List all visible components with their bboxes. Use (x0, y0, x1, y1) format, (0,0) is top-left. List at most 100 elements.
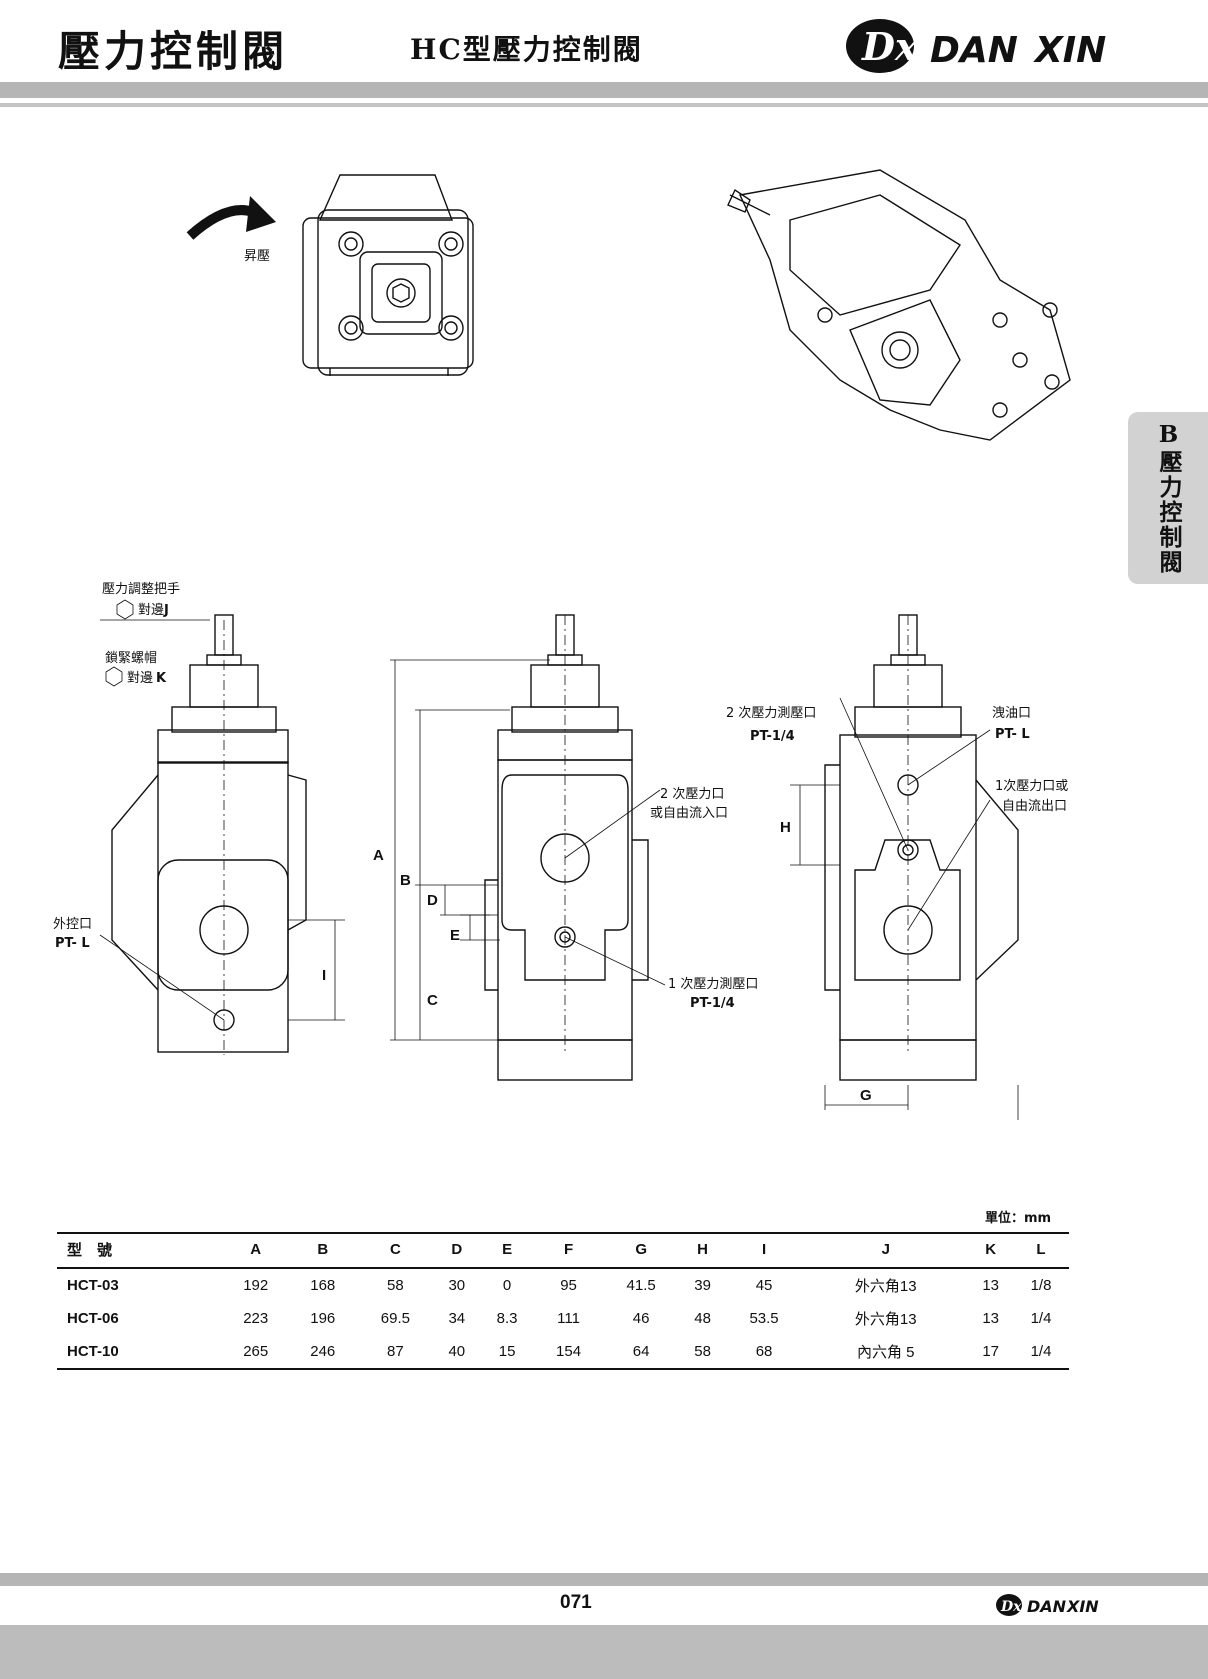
cell: 外六角13 (854, 1278, 917, 1295)
drain-thread: PT- L (995, 727, 1030, 742)
cell: 196 (310, 1310, 336, 1327)
primary-gauge-thread: PT-1/4 (690, 996, 735, 1011)
top-view: 昇壓 (186, 174, 474, 376)
raise-label: 昇壓 (244, 249, 270, 264)
logo-mark-text: Dx (861, 24, 919, 69)
free-inflow-label: 或自由流入口 (650, 806, 728, 821)
footer-logo: Dx DAN XIN (996, 1594, 1099, 1616)
secondary-gauge-thread: PT-1/4 (750, 729, 795, 744)
col-L: L (1013, 1233, 1069, 1269)
cell: 45 (755, 1277, 773, 1294)
cell: 58 (680, 1335, 725, 1370)
front-view: I (99, 614, 345, 1055)
col-E: E (479, 1233, 536, 1269)
col-C: C (356, 1233, 435, 1269)
footer-brand-right: XIN (1066, 1597, 1099, 1616)
ext-pilot-label: 外控口 (53, 917, 92, 932)
cell: 8.3 (496, 1310, 518, 1327)
col-D: D (434, 1233, 480, 1269)
locknut-label: 鎖緊螺帽 (105, 650, 157, 666)
col-G: G (602, 1233, 681, 1269)
cell: 1/8 (1030, 1277, 1052, 1294)
col-J: J (803, 1233, 969, 1269)
footer-band (0, 1573, 1208, 1586)
isometric-view (727, 169, 1071, 441)
handle-flat-code: J (163, 603, 169, 618)
rear-view: H G F (780, 614, 1019, 1120)
col-I: I (724, 1233, 804, 1269)
col-A: A (222, 1233, 290, 1269)
unit-label: 單位：mm (985, 1211, 1052, 1226)
cell: 41.5 (626, 1277, 656, 1294)
page-title: 壓力控制閥 (58, 27, 289, 76)
side-view: A B D E C (373, 614, 666, 1081)
hex-icon (116, 599, 134, 620)
header-band-thin (0, 103, 1208, 107)
cell: 53.5 (749, 1310, 779, 1327)
cell: 1/4 (1030, 1310, 1052, 1327)
section-tab: B壓力控制閥 (1128, 412, 1208, 584)
cell: 168 (310, 1277, 336, 1294)
technical-drawing: 昇壓 (53, 169, 1071, 1120)
secondary-gauge-label: 2 次壓力測壓口 (726, 705, 816, 721)
cell: 111 (557, 1310, 580, 1327)
dim-G: G (860, 1087, 872, 1104)
dim-I: I (322, 967, 326, 984)
brand-logo: Dx DAN XIN (846, 19, 1106, 73)
cell: 15 (479, 1335, 536, 1370)
dim-B: B (400, 872, 411, 889)
cell: 34 (448, 1310, 466, 1327)
header-band (0, 82, 1208, 98)
dim-C: C (427, 992, 438, 1009)
col-H: H (680, 1233, 725, 1269)
dim-A: A (373, 847, 384, 864)
col-B: B (289, 1233, 357, 1269)
dim-D: D (427, 892, 438, 909)
cell: 68 (724, 1335, 804, 1370)
cell: 39 (694, 1277, 711, 1294)
logo-brand-left: DAN (930, 30, 1018, 71)
cell: 48 (694, 1310, 711, 1327)
cell: 246 (289, 1335, 357, 1370)
cell: 64 (602, 1335, 681, 1370)
cell-model: HCT-10 (57, 1335, 223, 1370)
secondary-port-label: 2 次壓力口 (660, 786, 724, 802)
cell: 95 (560, 1277, 577, 1294)
cell: 30 (448, 1277, 466, 1294)
footer-logo-mark: Dx (1000, 1599, 1022, 1615)
table-row: HCT-03 192 168 58 30 0 95 41.5 39 45 外六角… (57, 1268, 1069, 1302)
logo-brand-right: XIN (1033, 30, 1106, 71)
dim-H: H (780, 819, 791, 836)
footer-brand-left: DAN (1027, 1597, 1067, 1616)
ext-pilot-thread: PT- L (55, 936, 90, 951)
free-outflow-label: 自由流出口 (1002, 799, 1067, 814)
col-model: 型 號 (57, 1233, 223, 1269)
dim-E: E (450, 927, 460, 944)
hex-icon (105, 666, 123, 687)
cell-model: HCT-06 (67, 1310, 119, 1327)
cell: 0 (502, 1277, 512, 1294)
cell: 1/4 (1013, 1335, 1069, 1370)
cell: 外六角13 (854, 1311, 917, 1328)
primary-gauge-label: 1 次壓力測壓口 (668, 976, 758, 992)
drain-label: 洩油口 (992, 706, 1031, 721)
cell: 46 (632, 1310, 650, 1327)
cell-model: HCT-03 (67, 1277, 119, 1294)
handle-flat: 對邊 (138, 603, 164, 618)
table-row: HCT-10 265 246 87 40 15 154 64 58 68 內六角… (57, 1335, 1069, 1370)
col-F: F (535, 1233, 603, 1269)
section-tab-label: B壓力控制閥 (1155, 421, 1182, 575)
locknut-flat-code: K (156, 671, 167, 686)
cell: 17 (968, 1335, 1014, 1370)
page-subtitle: HC型壓力控制閥 (410, 33, 643, 66)
cell: 13 (982, 1277, 1000, 1294)
cell: 13 (982, 1310, 1000, 1327)
cell: 223 (243, 1310, 269, 1327)
primary-port-label: 1次壓力口或 (995, 778, 1068, 794)
table-header-row: 型 號 A B C D E F G H I J K L (57, 1233, 1069, 1269)
cell: 69.5 (380, 1310, 410, 1327)
cell: 87 (356, 1335, 435, 1370)
logo-mark-icon (846, 19, 914, 73)
logo-mark-icon (996, 1594, 1022, 1616)
cell: 154 (535, 1335, 603, 1370)
